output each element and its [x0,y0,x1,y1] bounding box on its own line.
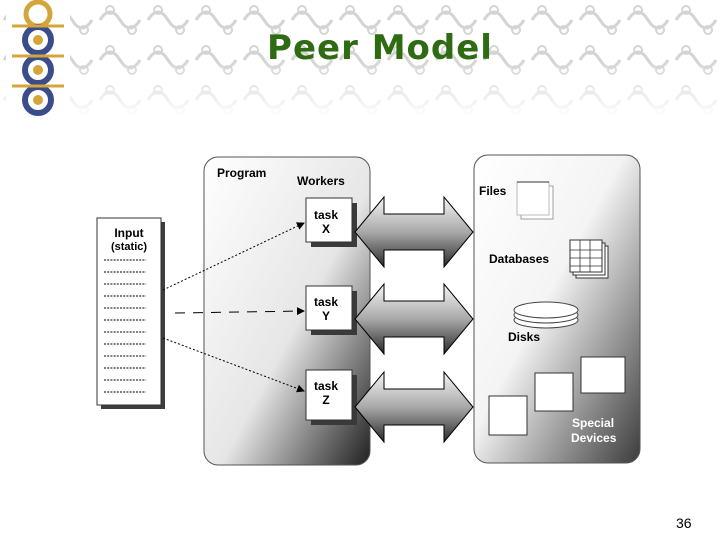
double-arrow-y [354,282,474,356]
header-background [0,0,720,120]
disks-resource: Disks [508,301,579,344]
svg-text:X: X [322,222,330,236]
files-label: Files [479,184,507,198]
task-box-y: task Y [305,285,357,335]
input-connectors [162,222,305,393]
page-number: 36 [676,515,692,531]
special-devices-resource: Special Devices [488,356,626,445]
input-static-label: (static) [111,241,147,253]
svg-text:task: task [314,208,338,222]
svg-text:Z: Z [322,393,329,407]
databases-label: Databases [489,252,549,266]
input-label: Input [114,226,143,240]
svg-text:task: task [314,295,338,309]
slide-title: Peer Model [267,28,493,68]
task-box-z: task Z [305,369,357,425]
program-label: Program [217,166,266,180]
special-devices-label: Special [572,416,614,430]
task-box-x: task X [305,197,357,247]
double-arrow-z [354,370,474,444]
ornament-column [6,0,70,118]
input-list: Input (static) [96,217,165,409]
double-arrow-x [354,195,474,269]
svg-text:Y: Y [322,309,330,323]
files-resource: Files [479,181,554,220]
svg-text:task: task [314,379,338,393]
disks-label: Disks [508,330,540,344]
workers-label: Workers [297,174,345,188]
databases-resource: Databases [489,239,609,279]
special-devices-label-2: Devices [571,431,617,445]
